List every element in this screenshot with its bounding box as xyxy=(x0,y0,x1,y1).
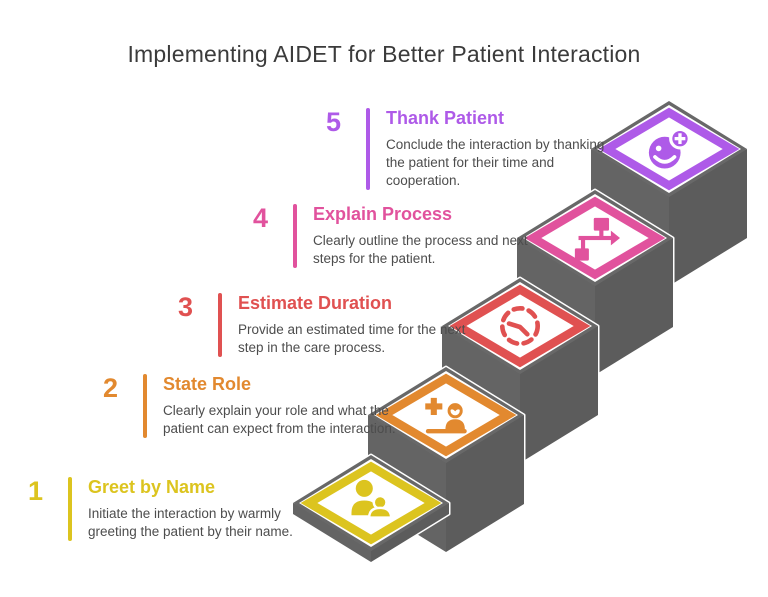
step-title: Thank Patient xyxy=(386,108,505,128)
step-accent-bar xyxy=(68,477,72,541)
flowchart-icon xyxy=(574,217,621,261)
step-number: 2 xyxy=(102,373,118,403)
step-1-platform xyxy=(291,453,451,564)
step-title: State Role xyxy=(163,374,252,394)
step-5-text-block: 5 Thank Patient Conclude the interaction… xyxy=(299,108,626,190)
step-accent-bar xyxy=(218,293,222,357)
step-description: Provide an estimated time for the next s… xyxy=(238,322,466,355)
step-number: 5 xyxy=(325,107,341,137)
step-number: 4 xyxy=(252,203,268,233)
step-title: Greet by Name xyxy=(88,477,216,497)
add-smiley-icon xyxy=(648,127,691,169)
people-icon xyxy=(351,479,393,519)
step-number: 1 xyxy=(27,476,43,506)
step-4-text-block: 4 Explain Process Clearly outline the pr… xyxy=(226,204,528,268)
step-1-text-block: 1 Greet by Name Initiate the interaction… xyxy=(1,477,333,541)
pending-clock-icon xyxy=(499,305,541,347)
step-accent-bar xyxy=(366,108,370,190)
step-2-text-block: 2 State Role Clearly explain your role a… xyxy=(76,374,408,438)
step-title: Estimate Duration xyxy=(238,293,393,313)
step-number: 3 xyxy=(177,292,193,322)
step-description: Initiate the interaction by warmly greet… xyxy=(88,506,293,539)
step-description: Conclude the interaction by thanking the… xyxy=(386,137,605,188)
medical-staff-icon xyxy=(425,397,467,434)
step-3-text-block: 3 Estimate Duration Provide an estimated… xyxy=(151,293,483,357)
step-description: Clearly outline the process and next ste… xyxy=(313,233,528,266)
step-accent-bar xyxy=(143,374,147,438)
step-description: Clearly explain your role and what the p… xyxy=(163,403,396,436)
step-title: Explain Process xyxy=(313,204,453,224)
step-2-diamond xyxy=(375,373,517,457)
page-title: Implementing AIDET for Better Patient In… xyxy=(127,41,641,67)
step-2-platform xyxy=(366,365,526,554)
step-accent-bar xyxy=(293,204,297,268)
